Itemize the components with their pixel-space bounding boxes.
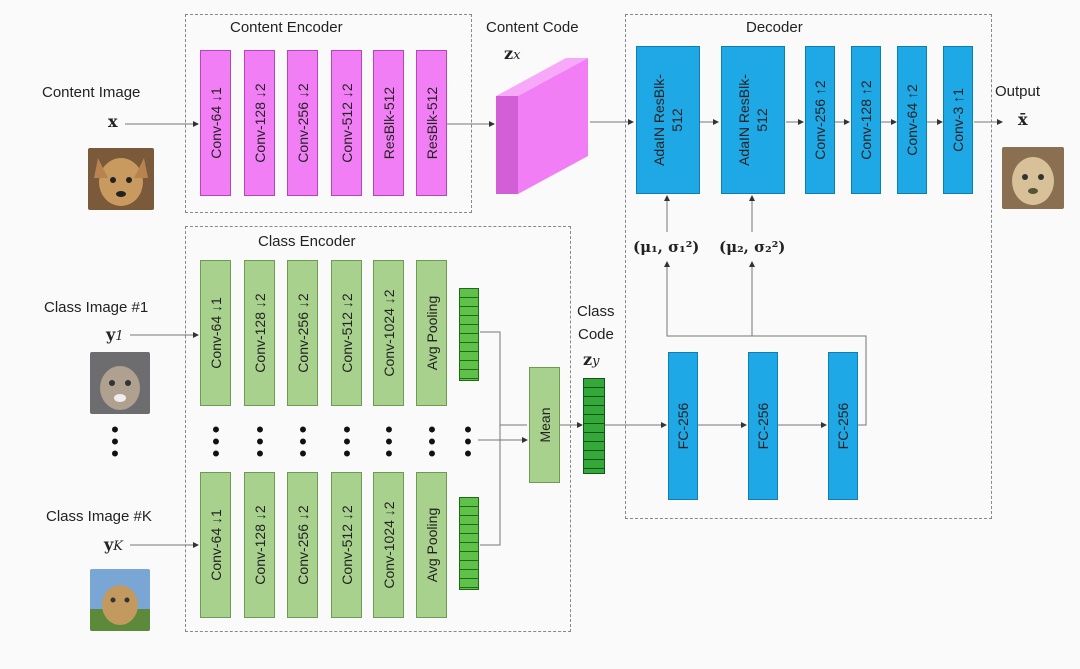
class-image-k-thumbnail xyxy=(90,569,150,631)
class-bottom-layer-2: Conv-128 ↓2 xyxy=(244,472,275,618)
ellipsis-layer-2: ••• xyxy=(256,417,264,466)
class-image-1-symbol: y1 xyxy=(106,325,124,344)
class-code-vector xyxy=(583,378,605,474)
content-code-title: Content Code xyxy=(486,19,579,36)
class-encoder-title: Class Encoder xyxy=(258,233,356,250)
ellipsis-layer-6: ••• xyxy=(428,417,436,466)
mean-block: Mean xyxy=(529,367,560,483)
class-bottom-layer-5: Conv-1024 ↓2 xyxy=(373,472,404,618)
fc-layer-1: FC-256 xyxy=(668,352,698,500)
class-image-k-symbol: yK xyxy=(104,535,124,554)
class-top-layer-3: Conv-256 ↓2 xyxy=(287,260,318,406)
decoder-conv-4: Conv-3 ↑1 xyxy=(943,46,973,194)
class-top-layer-6: Avg Pooling xyxy=(416,260,447,406)
output-symbol: x̄ xyxy=(1018,110,1028,129)
decoder-conv-2: Conv-128 ↑2 xyxy=(851,46,881,194)
output-title: Output xyxy=(995,83,1041,100)
ellipsis-layer-5: ••• xyxy=(385,417,393,466)
class-bottom-layer-6: Avg Pooling xyxy=(416,472,447,618)
decoder-adain-1: AdaIN ResBlk-512 xyxy=(636,46,700,194)
ellipsis-layer-1: ••• xyxy=(212,417,220,466)
content-encoder-title: Content Encoder xyxy=(230,19,343,36)
class-bottom-layer-1: Conv-64 ↓1 xyxy=(200,472,231,618)
ellipsis-layer-3: ••• xyxy=(299,417,307,466)
content-image-symbol: x xyxy=(108,112,118,131)
content-code-block xyxy=(496,58,588,194)
decoder-conv-3: Conv-64 ↑2 xyxy=(897,46,927,194)
ellipsis-image: ••• xyxy=(111,417,119,466)
content-code-symbol: zx xyxy=(504,44,521,63)
class-top-vector xyxy=(459,288,479,381)
content-image-thumbnail xyxy=(88,148,154,210)
class-top-layer-5: Conv-1024 ↓2 xyxy=(373,260,404,406)
adain-params-1: (μ₁, σ₁²) xyxy=(633,238,700,256)
content-layer-4: Conv-512 ↓2 xyxy=(331,50,362,196)
ellipsis-layer-4: ••• xyxy=(343,417,351,466)
decoder-box xyxy=(625,14,992,519)
content-layer-6: ResBlk-512 xyxy=(416,50,447,196)
content-layer-3: Conv-256 ↓2 xyxy=(287,50,318,196)
content-image-title: Content Image xyxy=(42,84,141,101)
content-layer-5: ResBlk-512 xyxy=(373,50,404,196)
fc-layer-3: FC-256 xyxy=(828,352,858,500)
adain-params-2: (μ₂, σ₂²) xyxy=(719,238,786,256)
class-bottom-vector xyxy=(459,497,479,590)
class-code-title-line2: Code xyxy=(578,326,614,343)
class-top-layer-4: Conv-512 ↓2 xyxy=(331,260,362,406)
fc-layer-2: FC-256 xyxy=(748,352,778,500)
decoder-adain-2: AdaIN ResBlk-512 xyxy=(721,46,785,194)
class-top-layer-2: Conv-128 ↓2 xyxy=(244,260,275,406)
content-layer-2: Conv-128 ↓2 xyxy=(244,50,275,196)
decoder-conv-1: Conv-256 ↑2 xyxy=(805,46,835,194)
class-bottom-layer-4: Conv-512 ↓2 xyxy=(331,472,362,618)
class-top-layer-1: Conv-64 ↓1 xyxy=(200,260,231,406)
class-image-1-thumbnail xyxy=(90,352,150,414)
content-encoder-box xyxy=(185,14,472,213)
class-image-k-title: Class Image #K xyxy=(46,508,152,525)
class-code-symbol: zy xyxy=(583,350,600,369)
content-layer-1: Conv-64 ↓1 xyxy=(200,50,231,196)
class-encoder-box xyxy=(185,226,571,632)
class-code-title-line1: Class xyxy=(577,303,615,320)
class-bottom-layer-3: Conv-256 ↓2 xyxy=(287,472,318,618)
class-image-1-title: Class Image #1 xyxy=(44,299,149,316)
decoder-title: Decoder xyxy=(746,19,803,36)
ellipsis-vector: ••• xyxy=(464,417,472,466)
output-image-thumbnail xyxy=(1002,147,1064,209)
